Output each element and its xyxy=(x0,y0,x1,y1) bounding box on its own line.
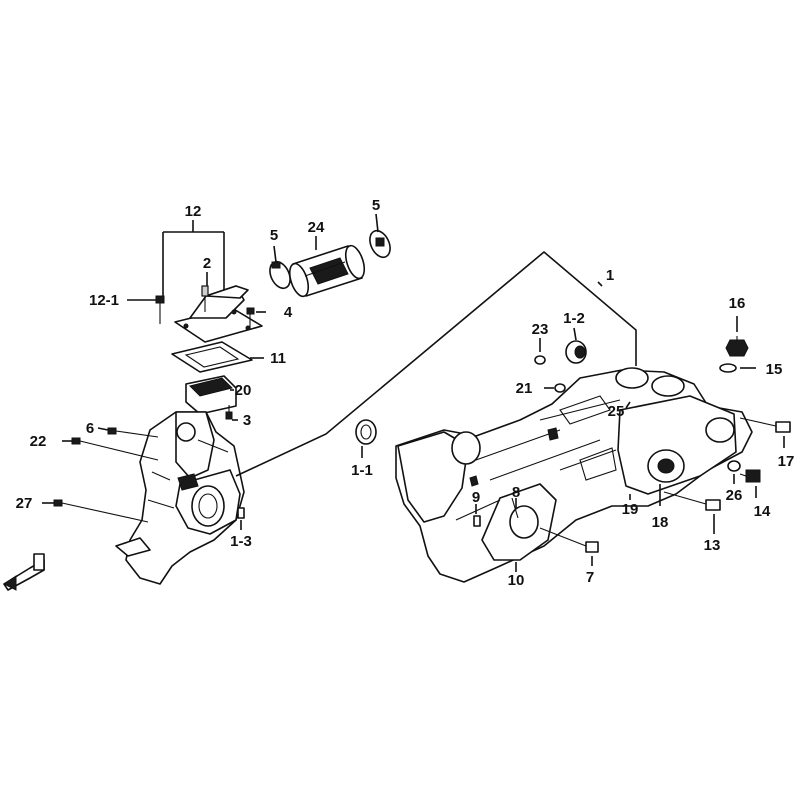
left-crankcase-half-part xyxy=(115,411,245,585)
reed-valve-housing-part xyxy=(174,285,263,343)
callout-20: 20 xyxy=(235,382,252,399)
callout-labels: 12 2 12-1 4 5 24 5 11 20 3 6 22 27 1-3 1… xyxy=(16,197,795,589)
oil-seal-1-2-part xyxy=(565,340,587,364)
reed-valve-20-part xyxy=(185,375,237,415)
dowel-21-part xyxy=(554,383,566,393)
bolt-14-part xyxy=(739,469,761,483)
callout-12-1: 12-1 xyxy=(89,292,119,309)
callout-22: 22 xyxy=(30,433,47,450)
callout-5-right: 5 xyxy=(372,197,380,214)
bolt-4-part xyxy=(246,307,255,328)
callout-21: 21 xyxy=(516,380,533,397)
callout-18: 18 xyxy=(652,514,669,531)
callout-25: 25 xyxy=(608,403,625,420)
bolt-27-part xyxy=(53,499,149,523)
callout-7: 7 xyxy=(586,569,594,586)
callout-1-3: 1-3 xyxy=(230,533,252,550)
callout-6: 6 xyxy=(86,420,94,437)
bearing-1-1-part xyxy=(355,419,377,445)
callout-1: 1 xyxy=(606,267,614,284)
callout-1-2: 1-2 xyxy=(563,310,585,327)
bolt-17-part xyxy=(739,417,791,433)
callout-16: 16 xyxy=(729,295,746,312)
callout-9: 9 xyxy=(472,489,480,506)
washer-26-part xyxy=(727,460,741,472)
callout-17: 17 xyxy=(778,453,795,470)
callout-4: 4 xyxy=(284,304,293,321)
bolt-6-part xyxy=(107,427,159,438)
right-crankcase-half-part xyxy=(395,367,753,583)
pin-8-part xyxy=(511,497,519,519)
drain-plug-16-part xyxy=(725,336,749,357)
callout-1-leader xyxy=(235,250,637,477)
dowel-1-3-part xyxy=(237,507,245,519)
bolt-3-part xyxy=(225,405,233,420)
callout-12: 12 xyxy=(185,203,202,220)
bolt-13-part xyxy=(663,491,721,511)
washer-15-part xyxy=(719,363,737,373)
screw-2-part xyxy=(201,285,209,312)
bolt-7-part xyxy=(539,527,599,553)
callout-8: 8 xyxy=(512,484,520,501)
dowel-9-part xyxy=(473,515,481,527)
callout-13: 13 xyxy=(704,537,721,554)
callout-19: 19 xyxy=(622,501,639,518)
callout-15: 15 xyxy=(766,361,783,378)
callout-11: 11 xyxy=(270,350,286,367)
callout-leaders xyxy=(42,213,785,572)
hose-clamp-5-right-part xyxy=(369,229,391,259)
gasket-11-part xyxy=(171,341,253,373)
callout-10: 10 xyxy=(508,572,525,589)
callout-23: 23 xyxy=(532,321,549,338)
bolt-12-1-part xyxy=(155,295,165,324)
callout-12-bracket xyxy=(162,220,225,300)
callout-26: 26 xyxy=(726,487,743,504)
callout-1-1: 1-1 xyxy=(351,462,373,479)
callout-3: 3 xyxy=(243,412,251,429)
callout-24: 24 xyxy=(308,219,325,236)
callout-5-left: 5 xyxy=(270,227,278,244)
callout-14: 14 xyxy=(754,503,771,520)
front-direction-arrow-icon xyxy=(3,553,45,591)
callout-2: 2 xyxy=(203,255,211,272)
intake-hose-24-part xyxy=(288,244,366,298)
callout-27: 27 xyxy=(16,495,33,512)
dowel-23-part xyxy=(534,355,546,365)
